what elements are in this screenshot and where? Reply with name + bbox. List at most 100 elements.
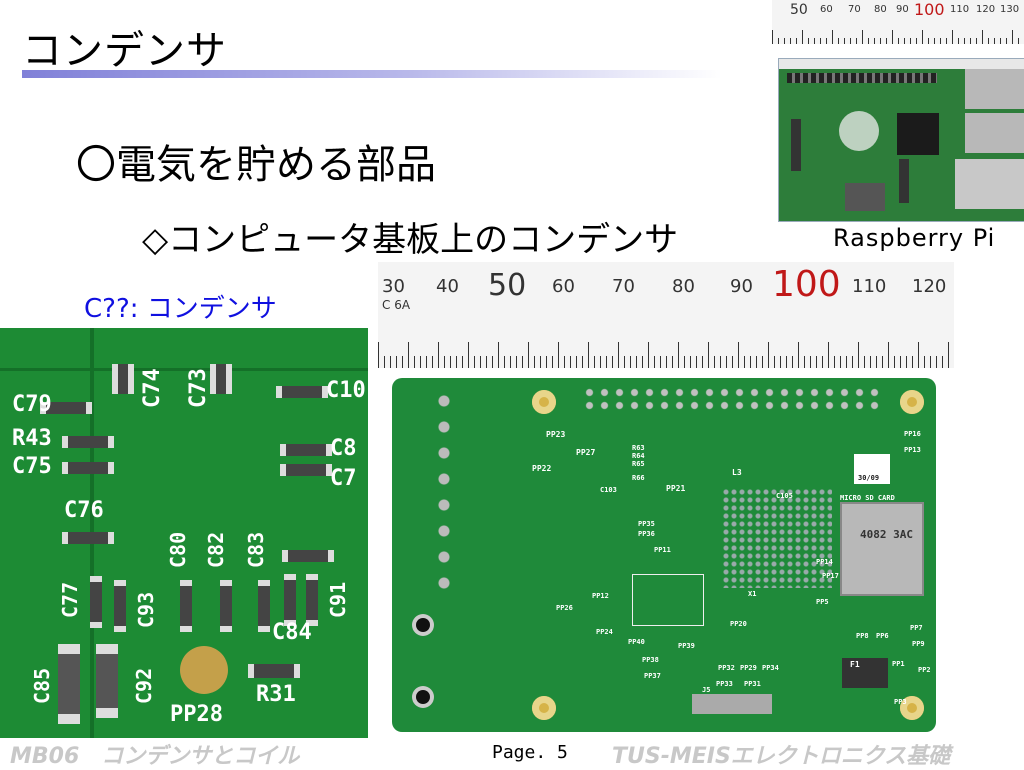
ruler-label: 50 <box>790 2 808 18</box>
mounting-hole <box>900 390 924 414</box>
silk-label: C83 <box>244 531 268 568</box>
ruler-label: 70 <box>612 276 635 297</box>
slide-title: コンデンサ <box>22 28 227 74</box>
capacitor <box>280 444 332 456</box>
silk-label: PP33 <box>716 680 733 688</box>
silk-label: PP23 <box>546 430 566 439</box>
slide-subheading: ◇コンピュータ基板上のコンデンサ <box>142 220 679 260</box>
silk-label: C92 <box>132 667 156 704</box>
ruler-label: 100 <box>914 0 945 19</box>
slide-heading: 〇電気を貯める部品 <box>76 142 436 188</box>
silk-label: PP6 <box>876 632 889 640</box>
silk-label: C93 <box>134 591 158 628</box>
ruler-label: 40 <box>436 276 459 297</box>
capacitor <box>220 580 232 632</box>
footer-series: TUS-MEISエレクトロニクス基礎 <box>612 744 951 769</box>
silk-label: PP36 <box>638 530 655 538</box>
silk-label: MICRO SD CARD <box>840 494 895 502</box>
hdmi-port <box>845 183 885 211</box>
silk-label: PP24 <box>596 628 613 636</box>
ethernet-port <box>955 159 1024 209</box>
silk-label: C79 <box>12 392 52 417</box>
title-underline <box>22 70 722 78</box>
capacitor <box>114 580 126 632</box>
ruler-label: 30 <box>382 276 405 297</box>
silk-label: C77 <box>58 581 82 618</box>
silk-label: PP27 <box>576 448 596 457</box>
silk-label: L3 <box>732 468 742 477</box>
silk-label: PP8 <box>856 632 869 640</box>
silk-label: PP13 <box>904 446 921 454</box>
capacitor <box>62 532 114 544</box>
silk-label: PP39 <box>678 642 695 650</box>
ruler-label: 100 <box>772 264 841 305</box>
silk-label: PP1 <box>892 660 905 668</box>
capacitor <box>112 364 134 394</box>
display-connector <box>791 119 801 171</box>
silk-label: C82 <box>204 531 228 568</box>
usb-port <box>965 113 1024 153</box>
capacitor <box>282 550 334 562</box>
capacitor <box>58 644 80 724</box>
raspberry-pi-bottom-photo: PP23 PP22 PP27 PP21 R63 R64 R65 R66 C103… <box>392 378 936 732</box>
bga-pads <box>722 488 832 588</box>
ruler-label: 90 <box>730 276 753 297</box>
silk-label: PP26 <box>556 604 573 612</box>
silk-label: PP40 <box>628 638 645 646</box>
silk-label: F1 <box>850 660 860 669</box>
silk-label: PP22 <box>532 464 552 473</box>
ruler-big: 30 C 6A 40 50 60 70 80 90 100 110 120 <box>378 262 954 368</box>
silk-label: R63 <box>632 444 645 452</box>
silk-label: PP5 <box>816 598 829 606</box>
silk-label: PP35 <box>638 520 655 528</box>
ruler-label: 70 <box>848 4 861 15</box>
silk-label: R31 <box>256 682 296 707</box>
silk-label: PP29 <box>740 664 757 672</box>
silk-label: X1 <box>748 590 757 598</box>
capacitor <box>180 580 192 632</box>
capacitor <box>280 464 332 476</box>
soc-chip <box>897 113 939 155</box>
silk-label: C103 <box>600 486 617 494</box>
qr-label <box>854 454 890 484</box>
silk-label: C10 <box>326 378 366 403</box>
silk-label: R65 <box>632 460 645 468</box>
silk-label: PP20 <box>730 620 747 628</box>
camera-connector <box>899 159 909 203</box>
silk-label: R66 <box>632 474 645 482</box>
silk-label: C7 <box>330 466 357 491</box>
silk-label: PP38 <box>642 656 659 664</box>
ruler-label: 120 <box>976 4 996 15</box>
capacitor <box>306 574 318 626</box>
silk-label: R43 <box>12 426 52 451</box>
silk-label: C74 <box>140 368 165 408</box>
capacitor <box>62 462 114 474</box>
silk-label: PP28 <box>170 702 223 727</box>
ruler-label: 50 <box>488 268 527 303</box>
silk-label: PP14 <box>816 558 833 566</box>
pcb-zoom-photo: C79 R43 C75 C74 C73 C10 C8 C7 C76 C80 C8… <box>0 328 368 738</box>
capacitor <box>90 576 102 628</box>
ruler-label: 90 <box>896 4 909 15</box>
silk-label: PP31 <box>744 680 761 688</box>
silk-label: PP16 <box>904 430 921 438</box>
silk-label: PP7 <box>910 624 923 632</box>
ruler-label: 110 <box>950 4 970 15</box>
mounting-hole <box>900 696 924 720</box>
mounting-hole <box>532 390 556 414</box>
silk-label: PP37 <box>644 672 661 680</box>
capacitor <box>276 386 328 398</box>
silk-label: 30/09 <box>858 474 880 482</box>
silk-label: C105 <box>776 492 793 500</box>
ruler-label: 80 <box>874 4 887 15</box>
capacitor <box>258 580 270 632</box>
sd-card-slot <box>840 502 924 596</box>
raspberry-logo-icon <box>839 111 879 151</box>
test-pad <box>180 646 228 694</box>
connector-pins <box>438 388 450 598</box>
silk-label: C73 <box>186 368 211 408</box>
ruler-mark: C 6A <box>382 298 411 312</box>
ruler-label: 110 <box>852 276 887 297</box>
silk-label: C76 <box>64 498 104 523</box>
gpio-header <box>582 386 882 412</box>
